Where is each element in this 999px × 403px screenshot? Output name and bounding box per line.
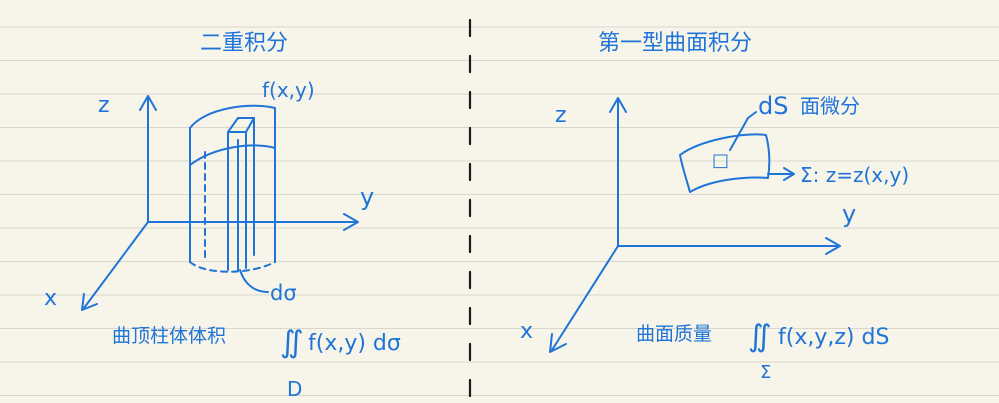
left-caption: 曲顶柱体体积 [112,325,226,347]
left-y-arrowhead [343,213,359,231]
right-z-arrowhead [609,97,627,113]
right-caption: 曲面质量 [636,323,712,345]
right-domain: Σ [760,362,771,383]
left-dsigma-pointer [239,269,269,293]
right-sigma-arrowhead [783,167,795,181]
right-ds-label: dS [758,92,788,120]
right-x-axis [551,245,619,351]
left-surface-label: f(x,y) [262,78,315,102]
left-title: 二重积分 [200,31,288,56]
left-domain: D [287,377,302,401]
left-x-arrowhead [81,293,98,311]
right-surface-equation: Σ: z=z(x,y) [800,163,909,187]
right-y-arrowhead [825,237,841,255]
right-x-arrowhead [549,333,567,353]
left-integral-sign: ∬ [280,325,304,360]
left-thin-column-top [227,117,255,133]
left-x-label: x [44,286,57,311]
left-column-base [189,261,276,273]
right-integrand: f(x,y,z) dS [778,325,889,350]
left-dsigma-label: dσ [270,281,297,305]
left-column-top [189,104,276,166]
left-panel [81,95,359,311]
right-ds-text: 面微分 [800,94,860,118]
left-integrand: f(x,y) dσ [308,331,401,356]
left-z-arrowhead [139,95,157,111]
left-y-label: y [360,183,374,211]
right-x-label: x [520,319,533,344]
ruled-lines [0,26,999,396]
right-z-label: z [555,103,567,128]
right-patch-symbol: □ [712,150,729,171]
right-y-label: y [842,200,856,228]
right-panel [549,97,841,353]
right-surface-patch [679,133,771,193]
left-z-label: z [98,93,110,118]
left-x-axis [83,221,149,309]
right-title: 第一型曲面积分 [598,31,752,56]
right-ds-pointer [729,111,757,151]
right-integral-sign: ∬ [748,319,772,354]
